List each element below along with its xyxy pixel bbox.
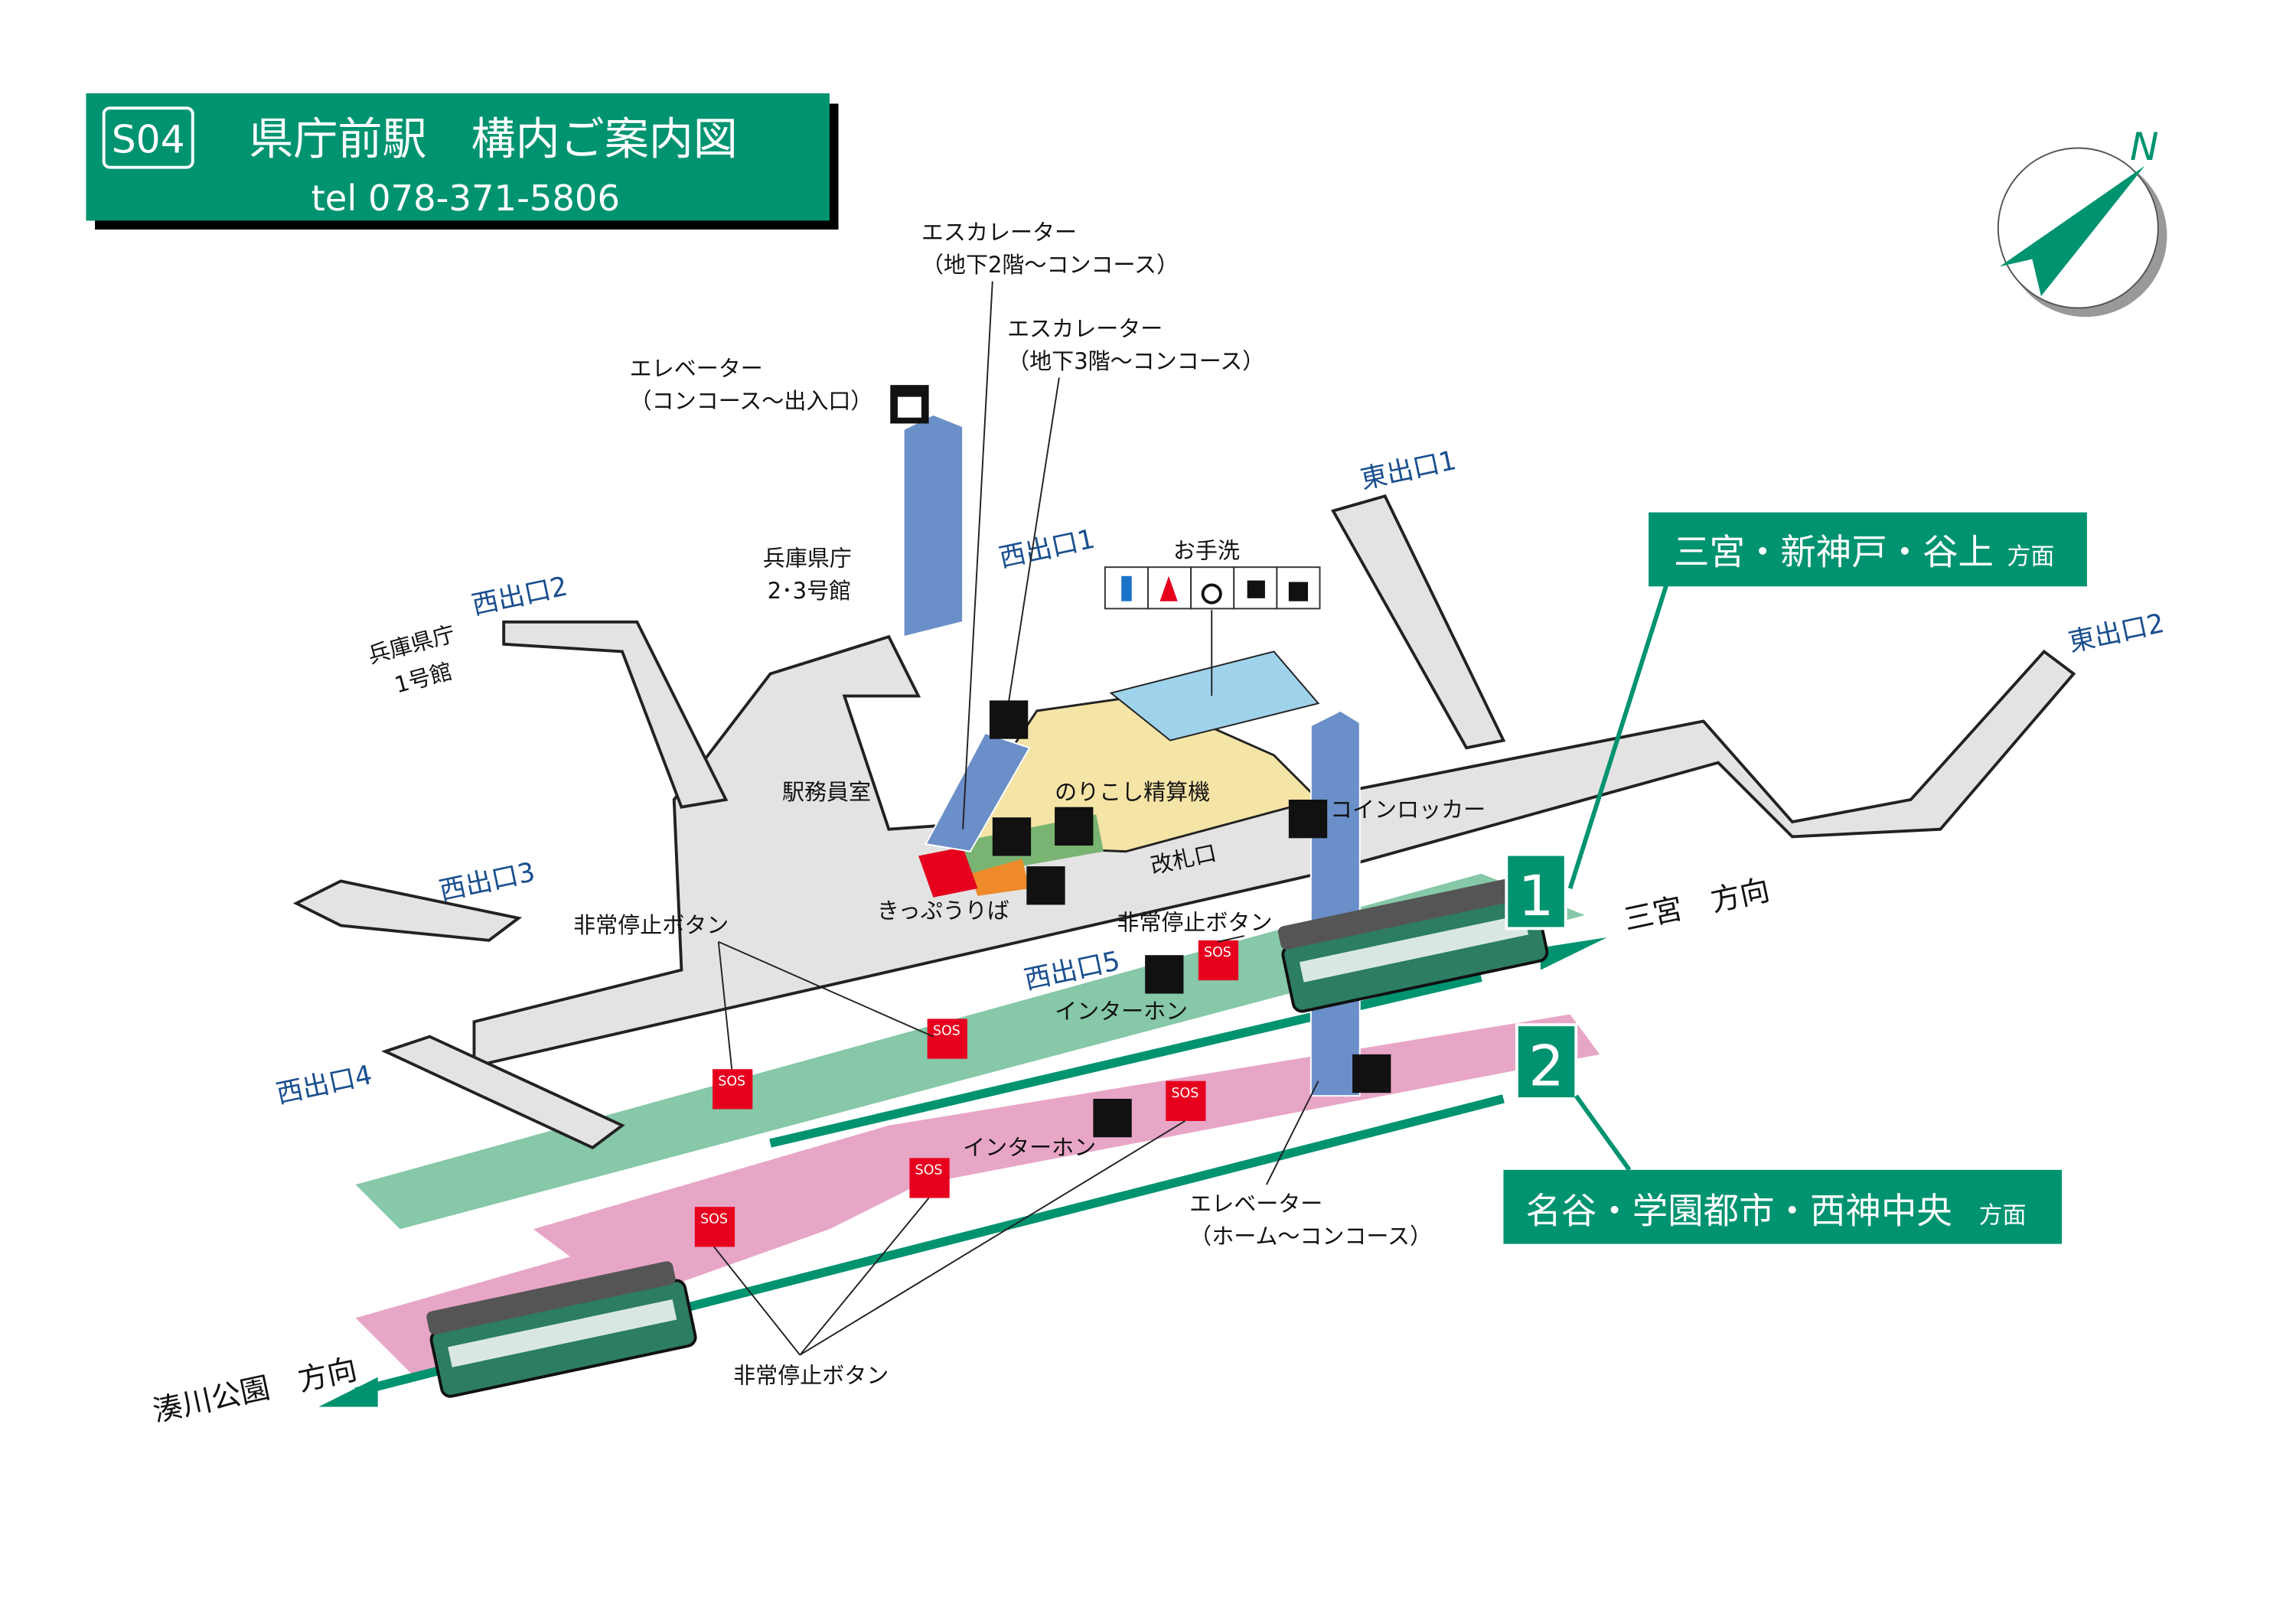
wheelchair-icon [1201, 583, 1222, 605]
exit-west-2[interactable]: 西出口2 [469, 571, 570, 621]
emergency-button-label-1: 非常停止ボタン [573, 912, 729, 938]
coin-locker-label: コインロッカー [1330, 797, 1486, 823]
fare-machine-icon [1055, 807, 1094, 846]
elevator-icon [890, 385, 929, 424]
compass-icon: N [1997, 124, 2167, 318]
sos-button[interactable]: SOS [694, 1207, 735, 1247]
svg-text:SOS: SOS [915, 1163, 943, 1178]
svg-text:方面: 方面 [1979, 1201, 2027, 1229]
station-staff-icon [992, 817, 1032, 856]
emergency-button-label-2: 非常停止ボタン [1117, 909, 1272, 935]
coin-locker-icon [1288, 800, 1328, 839]
svg-text:2･3号館: 2･3号館 [768, 578, 851, 604]
sos-button[interactable]: SOS [1166, 1080, 1206, 1121]
svg-text:1号館: 1号館 [392, 658, 455, 699]
escalator-b3-label: エスカレーター [1007, 315, 1163, 341]
platform-2-direction: 名谷・学園都市・西神中央 [1525, 1190, 1952, 1231]
arrow-sannomiya [1540, 937, 1607, 970]
svg-text:SOS: SOS [1204, 945, 1231, 960]
train-platform-1 [1277, 876, 1549, 1013]
prefecture-23-label: 兵庫県庁 [763, 545, 852, 571]
elevator-platform-label: エレベーター [1189, 1191, 1322, 1217]
ticket-machine-icon [1026, 866, 1065, 905]
female-toilet-icon [1159, 575, 1178, 601]
exit-west-3[interactable]: 西出口3 [436, 857, 537, 907]
svg-text:方面: 方面 [2007, 543, 2054, 570]
compass-north: N [2130, 124, 2159, 169]
intercom-label-2: インターホン [963, 1134, 1096, 1160]
toilet-label: お手洗 [1173, 538, 1240, 564]
exit-west-4[interactable]: 西出口4 [274, 1060, 375, 1110]
svg-text:（コンコース～出入口）: （コンコース～出入口） [630, 388, 873, 414]
fare-adjustment-label: のりこし精算機 [1055, 779, 1210, 805]
sos-button[interactable]: SOS [1198, 940, 1239, 981]
elevator-icon [1352, 1054, 1391, 1093]
sos-button[interactable]: SOS [713, 1069, 753, 1110]
ticket-area [970, 859, 1030, 896]
gate-area [946, 695, 1321, 853]
ostomate-icon [1288, 582, 1309, 601]
svg-text:SOS: SOS [700, 1211, 728, 1227]
toilet-area [1109, 650, 1320, 741]
sos-button[interactable]: SOS [909, 1158, 950, 1198]
elevator-entrance-label: エレベーター [630, 356, 763, 382]
ticket-sales-label: きっぷうりば [877, 898, 1009, 924]
station-office-label: 駅務員室 [782, 779, 871, 805]
escalator-icon [989, 700, 1029, 739]
platform-2-arrow-label: 湊川公園 方向 [150, 1352, 360, 1429]
platform-1-direction: 三宮・新神戸・谷上 [1674, 531, 1994, 572]
male-toilet-icon [1121, 575, 1132, 601]
concourse [292, 494, 2076, 1150]
baby-changing-icon [1247, 580, 1265, 598]
telephone: tel 078-371-5806 [311, 178, 620, 219]
svg-text:SOS: SOS [1171, 1086, 1199, 1101]
svg-text:2: 2 [1528, 1035, 1564, 1100]
exit-east-2[interactable]: 東出口2 [2066, 608, 2167, 658]
escalator-b2-label: エスカレーター [921, 220, 1077, 246]
page-title: 県庁前駅 構内ご案内図 [249, 112, 738, 165]
platform-1 [355, 873, 1585, 1230]
exit-west-1[interactable]: 西出口1 [996, 524, 1097, 574]
svg-text:SOS: SOS [718, 1074, 745, 1090]
intercom-icon [1093, 1098, 1132, 1138]
exit-east-1[interactable]: 東出口1 [1358, 445, 1459, 495]
svg-text:SOS: SOS [933, 1024, 960, 1039]
train-platform-2 [426, 1261, 697, 1398]
svg-text:1: 1 [1518, 864, 1554, 929]
svg-text:（ホーム～コンコース）: （ホーム～コンコース） [1189, 1224, 1432, 1250]
emergency-button-label-3: 非常停止ボタン [733, 1362, 889, 1388]
intercom-icon [1145, 955, 1184, 994]
svg-text:（地下3階～コンコース）: （地下3階～コンコース） [1007, 348, 1264, 374]
intercom-label-1: インターホン [1055, 998, 1188, 1024]
title-banner: S04 県庁前駅 構内ご案内図 tel 078-371-5806 [86, 93, 839, 230]
sos-button[interactable]: SOS [927, 1018, 967, 1059]
station-code: S04 [112, 116, 185, 161]
platform-1-arrow-label: 三宮 方向 [1621, 873, 1773, 937]
svg-text:（地下2階～コンコース）: （地下2階～コンコース） [921, 252, 1179, 278]
toilet-icons [1104, 566, 1321, 610]
